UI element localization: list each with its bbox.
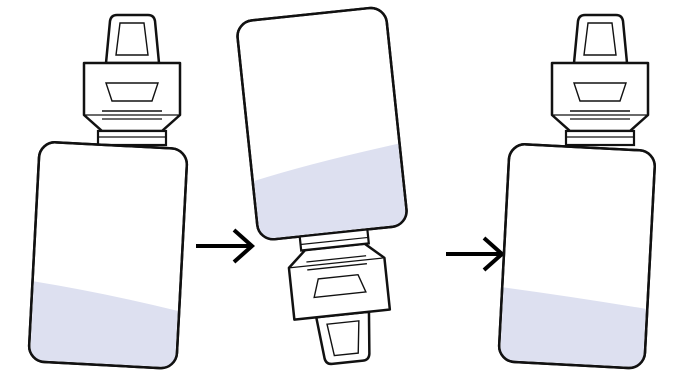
- bottle-cap: [82, 61, 182, 133]
- liquid-fill: [500, 287, 646, 367]
- bottle-body: [236, 6, 408, 241]
- bottle-step-1: [27, 13, 189, 370]
- bottle-cap: [550, 61, 650, 133]
- dropper-tip: [572, 13, 629, 65]
- bottle-body: [497, 143, 656, 370]
- arrow-right-2: [446, 236, 506, 272]
- liquid-fill: [30, 281, 178, 367]
- bottle-body: [27, 141, 189, 370]
- bottle-cap: [286, 240, 392, 321]
- bottle-neck: [96, 129, 168, 147]
- dropper-tip: [314, 310, 376, 367]
- arrow-right-1: [196, 228, 256, 264]
- bottle-step-3: [497, 13, 656, 370]
- dropper-tip: [104, 13, 161, 65]
- liquid-fill: [254, 143, 406, 238]
- bottle-neck: [564, 129, 636, 147]
- bottle-step-2: [236, 6, 408, 367]
